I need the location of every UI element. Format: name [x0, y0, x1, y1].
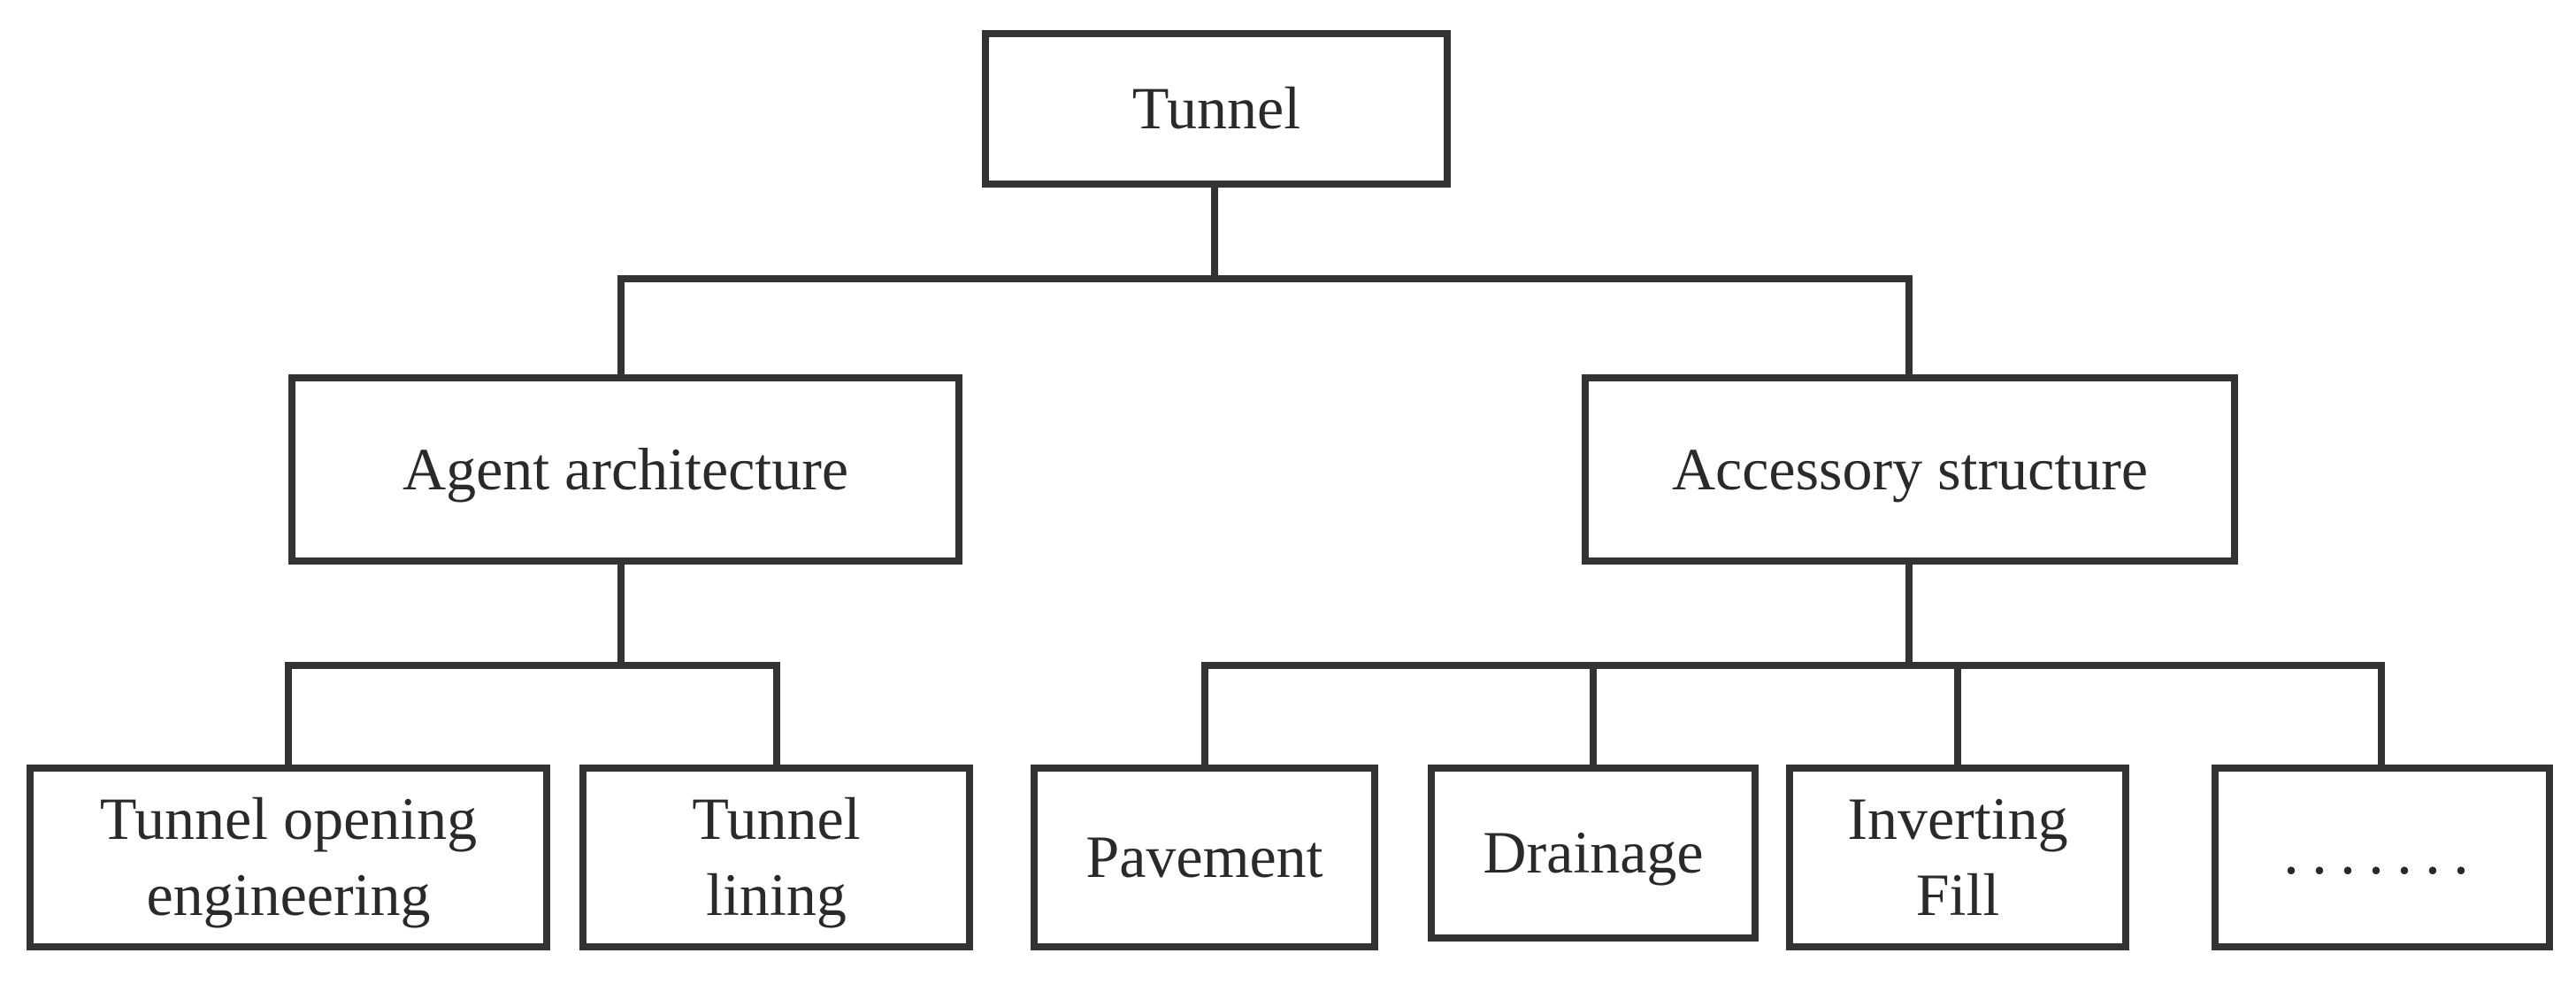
ellipsis-node: ....... [2212, 765, 2553, 950]
ellipsis-label: ....... [2283, 816, 2481, 888]
inverting-fill-label: Inverting Fill [1847, 781, 2067, 933]
tunnel-opening-engineering-line-2: engineering [146, 861, 431, 928]
tunnel-opening-engineering-line-1: Tunnel opening [99, 785, 478, 853]
inverting-fill-line-1: Inverting [1847, 785, 2068, 853]
tunnel-lining-line-2: lining [706, 861, 847, 928]
agent-architecture-label: Agent architecture [402, 434, 849, 503]
inverting-fill-line-2: Fill [1915, 861, 2000, 928]
accessory-structure-node: Accessory structure [1582, 374, 2238, 565]
tunnel-node: Tunnel [982, 30, 1451, 188]
accessory-structure-label: Accessory structure [1671, 434, 2149, 503]
tunnel-opening-engineering-label: Tunnel opening engineering [100, 781, 477, 933]
pavement-label: Pavement [1085, 823, 1323, 891]
tunnel-label: Tunnel [1131, 74, 1301, 142]
inverting-fill-node: Inverting Fill [1786, 765, 2129, 950]
pavement-node: Pavement [1031, 765, 1378, 950]
agent-architecture-node: Agent architecture [288, 374, 962, 565]
drainage-label: Drainage [1483, 819, 1704, 887]
tunnel-opening-engineering-node: Tunnel opening engineering [27, 765, 550, 950]
tunnel-lining-label: Tunnel lining [692, 781, 860, 933]
tunnel-lining-line-1: Tunnel [692, 785, 861, 853]
tunnel-lining-node: Tunnel lining [579, 765, 973, 950]
drainage-node: Drainage [1428, 765, 1759, 942]
